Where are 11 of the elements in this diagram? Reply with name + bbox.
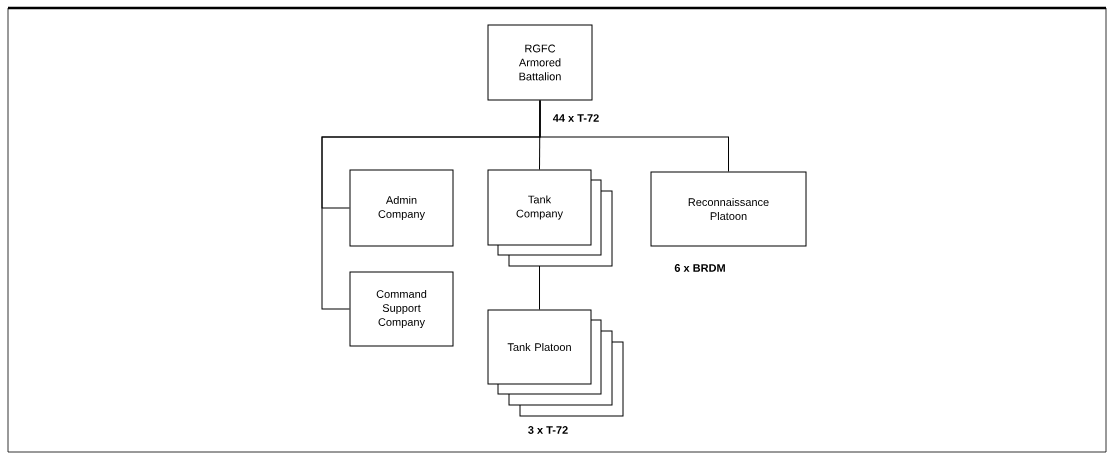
strength-label: 6 x BRDM bbox=[674, 264, 725, 272]
strength-label: 44 x T-72 bbox=[552, 114, 599, 122]
connector-line bbox=[539, 100, 729, 172]
stacked-box: Tank Company bbox=[487, 169, 613, 267]
unit-box: Reconnaissance Platoon bbox=[650, 171, 807, 247]
strength-label: 3 x T-72 bbox=[528, 426, 568, 434]
stacked-box: Tank Platoon bbox=[487, 309, 624, 417]
unit-box: Command Support Company bbox=[349, 271, 454, 347]
unit-box: RGFC Armored Battalion bbox=[487, 24, 593, 101]
unit-box: Admin Company bbox=[349, 169, 454, 247]
connector-line bbox=[539, 265, 540, 310]
